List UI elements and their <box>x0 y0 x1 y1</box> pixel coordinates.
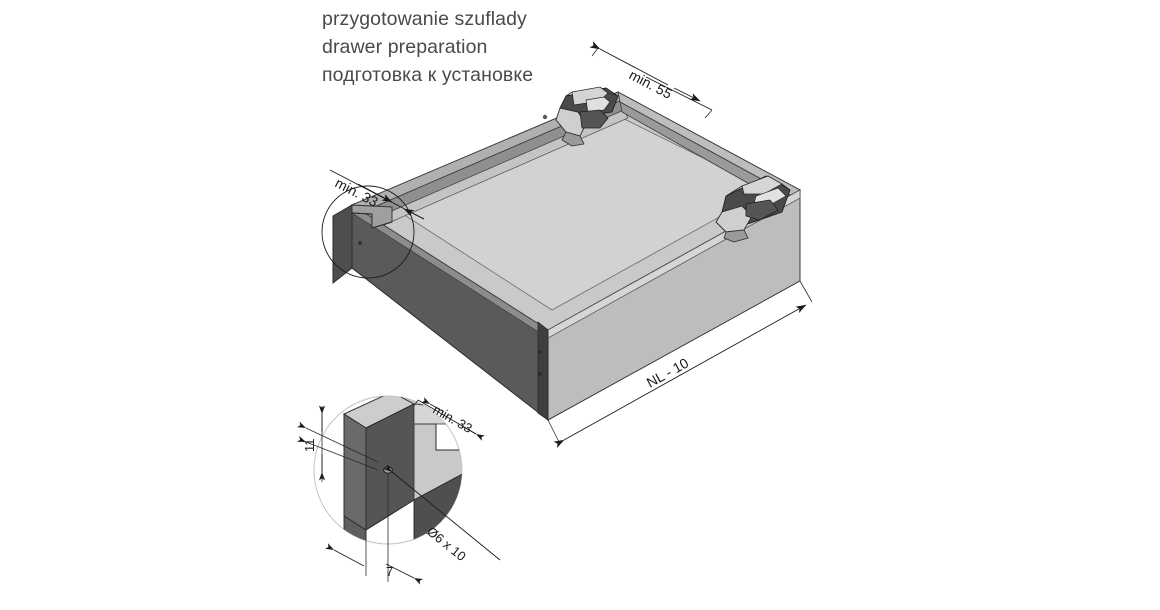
screw-hole-left-end <box>358 241 362 245</box>
detail-dim-7: 7 <box>325 474 423 585</box>
detail-dim-11-label: 11 <box>302 439 317 453</box>
detail-dim-11: 11 <box>296 405 379 482</box>
drawer-front-corner-post <box>537 321 549 421</box>
detail-callout-circle <box>321 185 415 279</box>
detail-dim-7-label: 7 <box>386 564 393 579</box>
detail-drill-hole <box>383 466 393 474</box>
clip-rear-right <box>715 175 791 243</box>
title-block: przygotowanie szuflady drawer preparatio… <box>322 8 533 86</box>
detail-slab-left-face <box>343 413 367 531</box>
drawer-isometric-view: min. 55 min. 33 NL - 10 <box>321 41 813 449</box>
panel-screw-rear <box>542 114 548 120</box>
screw-hole-front-lower <box>538 372 542 376</box>
title-line-russian: подготовка к установке <box>322 64 533 86</box>
title-line-english: drawer preparation <box>322 36 487 58</box>
clip-front-left <box>555 86 619 147</box>
screw-hole-front-upper <box>538 350 542 354</box>
title-line-polish: przygotowanie szuflady <box>322 8 527 30</box>
